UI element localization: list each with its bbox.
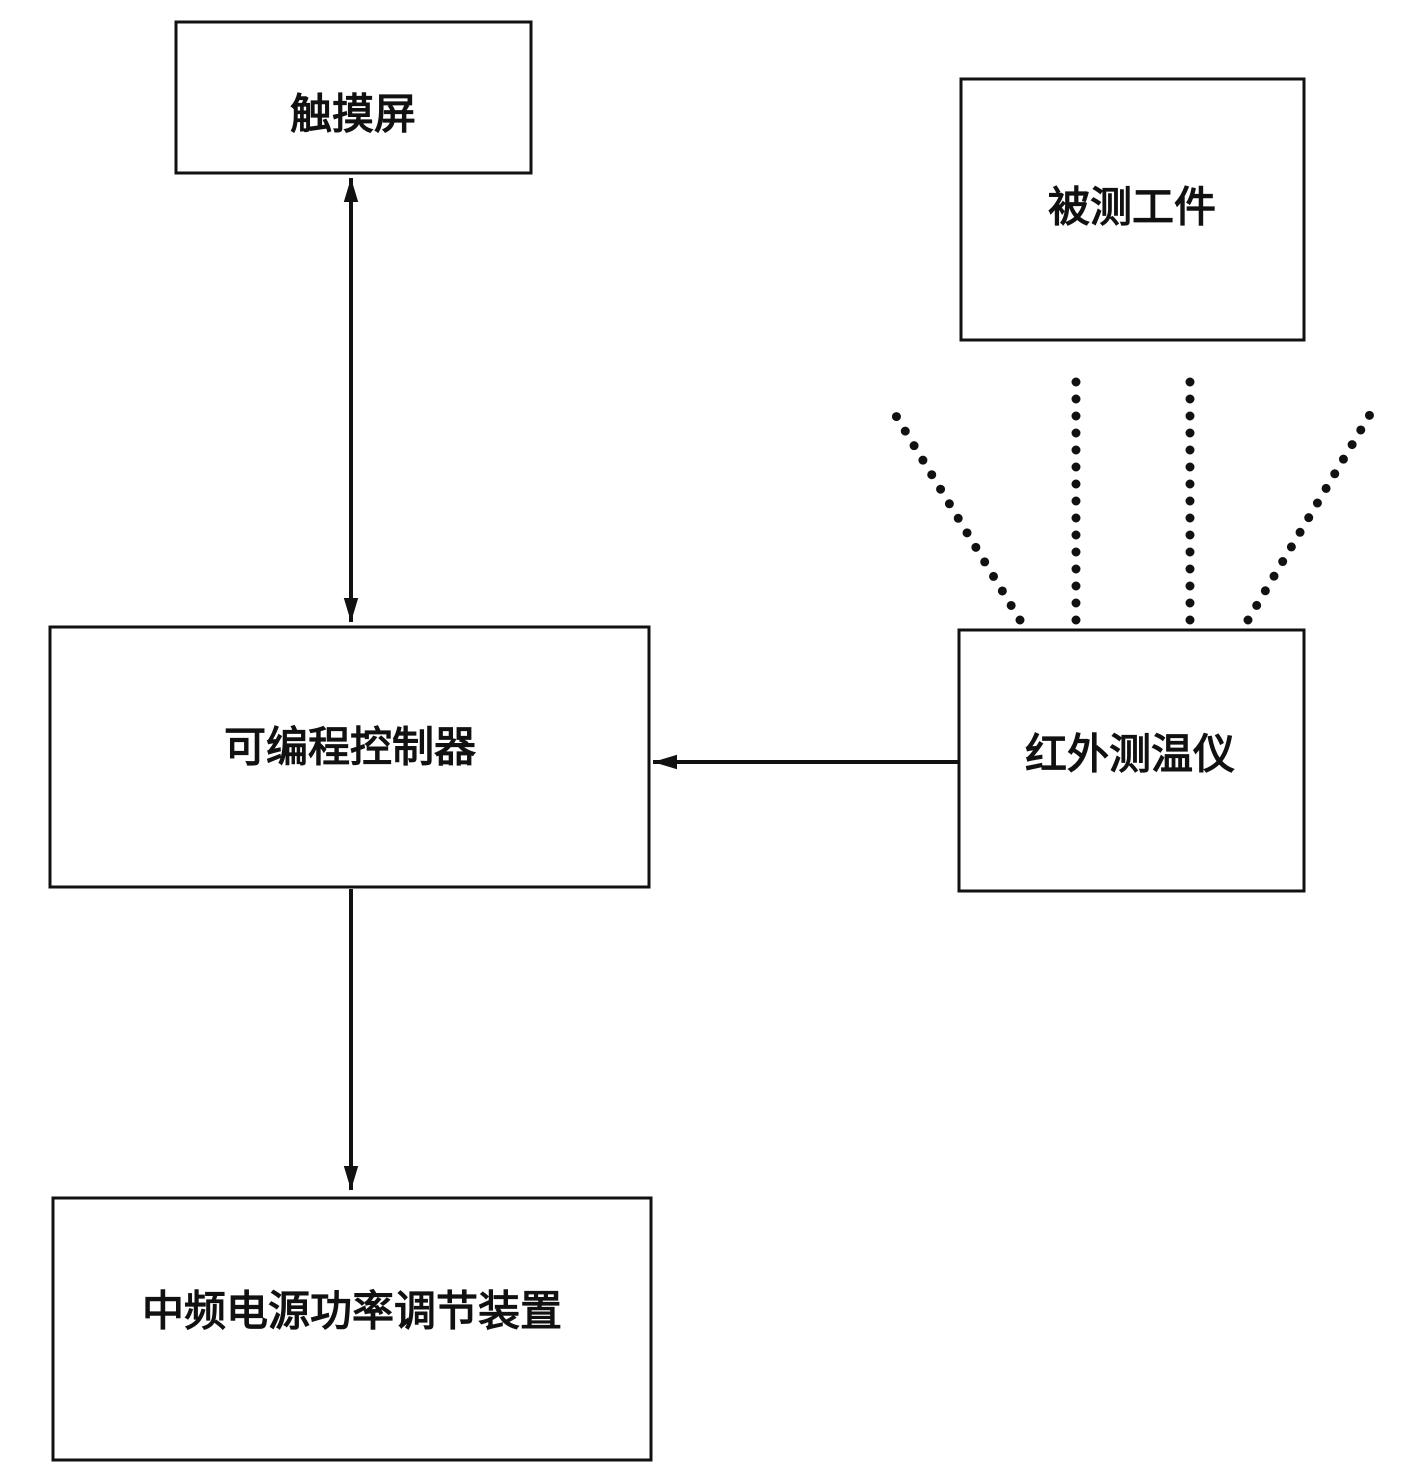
beam-line-1 <box>885 401 1025 625</box>
node-ir-thermometer: 红外测温仪 <box>957 628 1306 893</box>
infrared-beam <box>885 369 1380 625</box>
node-power-regulator: 中频电源功率调节装置 <box>51 1196 653 1462</box>
node-workpiece-label: 被测工件 <box>1048 183 1216 232</box>
node-touch-screen-label: 触摸屏 <box>290 90 416 139</box>
node-plc-label: 可编程控制器 <box>224 723 477 772</box>
node-touch-screen: 触摸屏 <box>174 20 533 175</box>
node-plc: 可编程控制器 <box>48 625 651 889</box>
node-ir-thermometer-label: 红外测温仪 <box>1025 730 1235 779</box>
beam-line-4 <box>1243 401 1380 625</box>
node-power-regulator-label: 中频电源功率调节装置 <box>142 1287 562 1336</box>
node-workpiece: 被测工件 <box>959 77 1306 342</box>
